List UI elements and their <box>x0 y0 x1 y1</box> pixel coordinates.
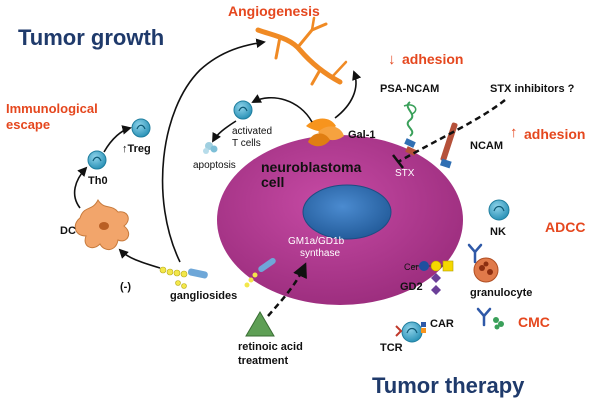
treg-label: ↑Treg <box>122 143 151 155</box>
negative-regulation-label: (-) <box>120 281 131 293</box>
title-tumor-growth: Tumor growth <box>18 25 164 50</box>
tcr-receptor-icon <box>395 325 403 337</box>
synthase-label-1: GM1a/GD1b <box>288 236 345 247</box>
granulocyte-cell <box>473 257 499 283</box>
dashed-arrows <box>267 99 506 317</box>
immune-escape-label-1: Immunological <box>6 101 98 116</box>
stx-inhibition-bar <box>392 154 404 169</box>
adhesion-down-arrow-icon: ↓ <box>388 51 396 68</box>
gd2-label: GD2 <box>400 281 423 293</box>
ncam-icon <box>440 122 458 169</box>
apoptosis-label: apoptosis <box>193 160 236 171</box>
arrow-gangliosides-to-angiogenesis <box>161 38 266 263</box>
nk-label: NK <box>490 226 506 238</box>
title-tumor-therapy: Tumor therapy <box>372 373 525 398</box>
retinoic-label-2: treatment <box>238 355 288 367</box>
arrow-th0-to-treg <box>103 125 132 153</box>
stx-inhibitor-line <box>397 99 506 164</box>
car-receptor-icon <box>421 322 426 333</box>
gangliosides-icon <box>159 266 208 289</box>
th0-cell <box>87 150 107 170</box>
activated-t-cell <box>233 100 253 120</box>
tumor-cell-label-1: neuroblastoma <box>261 159 362 175</box>
complement-icon <box>493 317 504 330</box>
car-label: CAR <box>430 318 454 330</box>
adhesion-down-label: adhesion <box>402 51 463 67</box>
tcr-label: TCR <box>380 342 403 354</box>
gal1-protein-icon <box>306 118 344 147</box>
synthase-label-2: synthase <box>300 248 340 259</box>
arrow-tcells-to-apoptosis <box>212 120 237 143</box>
apoptosis-icon <box>203 142 218 154</box>
antibody-icon <box>467 243 483 264</box>
car-t-cell <box>401 321 423 343</box>
adhesion-up-arrow-icon: ↑ <box>510 124 518 141</box>
cmc-label: CMC <box>518 314 550 330</box>
nk-cell <box>488 199 510 221</box>
angiogenesis-label: Angiogenesis <box>228 3 320 19</box>
dc-label: DC <box>60 225 76 237</box>
tumor-cell-label-2: cell <box>261 174 284 190</box>
adhesion-up-label: adhesion <box>524 126 585 142</box>
retinoic-acid-icon <box>245 311 275 337</box>
blood-vessel-icon <box>255 16 348 86</box>
retinoic-label-1: retinoic acid <box>238 341 303 353</box>
psa-ncam-label: PSA-NCAM <box>380 83 439 95</box>
arrow-gal1-to-tcells <box>251 94 313 123</box>
process-arrows <box>73 38 362 269</box>
activated-t-label-2: T cells <box>232 138 261 149</box>
activated-t-label-1: activated <box>232 126 272 137</box>
complement-antibody-icon <box>476 307 492 327</box>
stx-inhibitors-label: STX inhibitors ? <box>490 83 575 95</box>
arrow-retinoic-to-synthase <box>267 262 307 317</box>
granulocyte-label: granulocyte <box>470 287 532 299</box>
arrow-gangliosides-to-dc <box>118 248 161 269</box>
th0-label: Th0 <box>88 175 108 187</box>
psa-ncam-icon <box>403 101 417 156</box>
cer-label: Cer <box>404 262 419 272</box>
gd2-structure-icon <box>412 260 454 295</box>
arrow-gal1-to-angiogenesis <box>334 70 362 119</box>
stx-label: STX <box>395 168 415 179</box>
gangliosides-label: gangliosides <box>170 290 237 302</box>
ncam-label: NCAM <box>470 140 503 152</box>
gal1-label: Gal-1 <box>348 129 376 141</box>
membrane-ganglioside-icon <box>244 257 276 288</box>
cell-nucleus <box>302 184 392 240</box>
adcc-label: ADCC <box>545 219 585 235</box>
treg-cell <box>131 118 151 138</box>
immune-escape-label-2: escape <box>6 117 50 132</box>
arrow-dc-to-th0 <box>73 166 88 209</box>
